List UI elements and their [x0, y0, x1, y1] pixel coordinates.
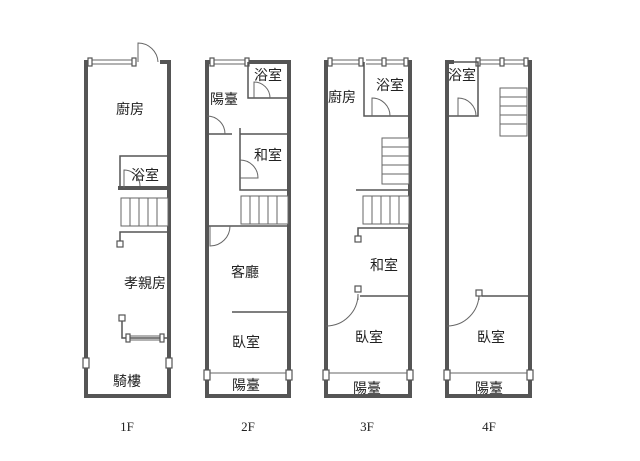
window-frame	[125, 333, 131, 343]
window-frame	[131, 57, 137, 67]
room-label-bedroom: 臥室	[477, 329, 505, 346]
room-label-balcony-front: 陽臺	[353, 381, 381, 397]
room-label-kitchen: 廚房	[328, 89, 356, 106]
wall-post	[354, 285, 362, 293]
door-swing	[371, 97, 391, 117]
room-label-washitsu: 和室	[370, 257, 398, 274]
wall-post	[354, 235, 362, 243]
window-frame	[244, 57, 250, 67]
window-frame	[403, 57, 409, 67]
room-label-bathroom: 浴室	[448, 67, 476, 84]
room-label-kitchen: 廚房	[116, 101, 144, 118]
room-label-arcade: 騎樓	[113, 374, 141, 390]
staircase-lower	[362, 195, 410, 225]
room-label-bedroom: 臥室	[232, 334, 260, 351]
window-frame	[209, 57, 215, 67]
room-label-balcony-front: 陽臺	[232, 378, 260, 394]
door-swing	[209, 225, 231, 247]
door-swing	[446, 293, 480, 327]
floor-label-2f: 2F	[241, 419, 255, 434]
staircase	[240, 195, 289, 225]
pillar	[82, 357, 90, 369]
wall-post	[116, 240, 124, 248]
door-swing	[123, 169, 141, 188]
floor-4f-plan: 浴室 臥室 陽臺 4F	[443, 57, 534, 434]
window-frame	[523, 57, 529, 67]
door-swing	[325, 293, 359, 327]
pillar	[165, 357, 173, 369]
wall	[119, 155, 169, 188]
wall	[247, 62, 289, 99]
pillar	[406, 369, 414, 381]
room-label-balcony-front: 陽臺	[475, 381, 503, 397]
floor-2f-plan: 浴室 陽臺 和室 客廳 臥室 陽臺 2F	[203, 57, 293, 434]
wall	[363, 62, 410, 117]
pillar	[285, 369, 293, 381]
floor-3f-plan: 廚房 浴室 和室 臥室 陽臺 3F	[322, 57, 414, 434]
room-label-bathroom: 浴室	[131, 167, 159, 184]
pillar	[443, 369, 451, 381]
window-frame	[87, 57, 93, 67]
staircase	[499, 87, 528, 137]
window-frame	[499, 57, 505, 67]
room-label-balcony-rear: 陽臺	[210, 92, 238, 108]
door-swing	[206, 115, 226, 135]
room-label-living-room: 客廳	[231, 264, 259, 281]
wall	[447, 61, 479, 117]
pillar	[526, 369, 534, 381]
wall	[357, 227, 410, 240]
room-label-elder-room: 孝親房	[124, 276, 166, 292]
window-frame	[159, 333, 165, 343]
wall-post	[118, 314, 126, 322]
window-frame	[327, 57, 333, 67]
room-label-washitsu: 和室	[254, 147, 282, 164]
wall	[239, 128, 289, 191]
wall-post	[475, 289, 483, 297]
door-swing	[137, 42, 159, 63]
pillar	[322, 369, 330, 381]
floor-label-4f: 4F	[482, 419, 496, 434]
room-label-bathroom: 浴室	[254, 67, 282, 84]
floor-label-1f: 1F	[120, 419, 134, 434]
staircase-upper	[381, 137, 410, 185]
door-swing	[239, 159, 259, 179]
room-label-bathroom: 浴室	[376, 77, 404, 94]
window-frame	[381, 57, 387, 67]
floor-label-3f: 3F	[360, 419, 374, 434]
floor-1f-plan: 廚房 浴室 孝親房 騎樓 1F	[82, 42, 173, 434]
wall	[119, 231, 169, 246]
door-swing	[457, 97, 477, 117]
staircase	[120, 197, 169, 227]
pillar	[203, 369, 211, 381]
room-label-bedroom: 臥室	[355, 329, 383, 346]
window-frame	[358, 57, 364, 67]
door-swing	[253, 81, 271, 99]
wall	[121, 318, 169, 339]
